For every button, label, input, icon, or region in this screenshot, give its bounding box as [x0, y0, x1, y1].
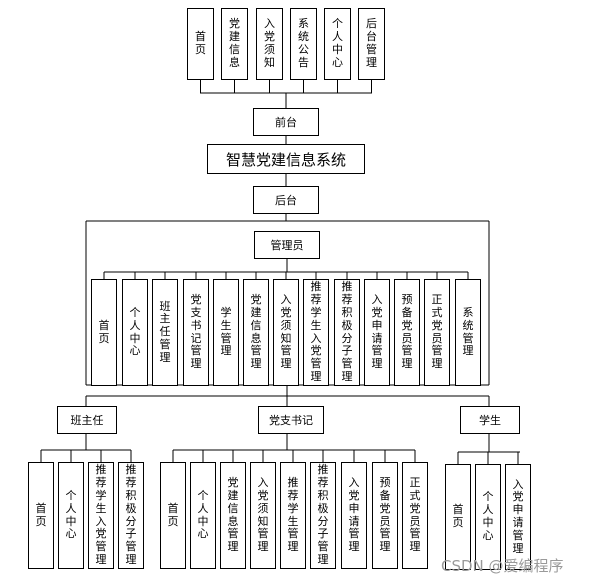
secretary-module-box: 入党申请管理 [341, 462, 367, 569]
admin-label: 管理员 [270, 239, 304, 252]
system-title-node: 智慧党建信息系统 [207, 144, 365, 174]
admin-module-label: 学生管理 [220, 305, 232, 358]
back-node: 后台 [253, 186, 319, 214]
secretary-module-box: 个人中心 [190, 462, 216, 569]
secretary-module-box: 推荐学生管理 [280, 462, 306, 569]
secretary-node: 党支书记 [258, 406, 324, 434]
student-label: 学生 [479, 414, 501, 427]
front-module-box: 入党须知 [256, 8, 283, 80]
admin-module-label: 入党须知管理 [280, 293, 292, 371]
teacher-module-box: 推荐学生入党管理 [88, 462, 114, 569]
front-module-box: 首页 [187, 8, 214, 80]
teacher-label: 班主任 [70, 414, 104, 427]
student-module-box: 个人中心 [475, 464, 501, 570]
secretary-module-box: 党建信息管理 [220, 462, 246, 569]
teacher-module-box: 个人中心 [58, 462, 84, 569]
secretary-module-label: 入党申请管理 [348, 476, 360, 554]
admin-module-box: 学生管理 [213, 279, 239, 386]
admin-module-label: 个人中心 [129, 305, 141, 358]
admin-module-box: 推荐学生入党管理 [303, 279, 329, 386]
student-module-box: 入党申请管理 [505, 464, 531, 570]
secretary-module-box: 推荐积极分子管理 [310, 462, 336, 569]
admin-module-label: 班主任管理 [159, 299, 171, 364]
admin-module-label: 正式党员管理 [431, 293, 443, 371]
admin-module-box: 系统管理 [455, 279, 481, 386]
secretary-module-box: 预备党员管理 [372, 462, 398, 569]
secretary-module-label: 首页 [167, 501, 179, 528]
admin-module-box: 班主任管理 [152, 279, 178, 386]
secretary-module-box: 首页 [160, 462, 186, 569]
student-module-label: 入党申请管理 [512, 477, 524, 555]
admin-module-box: 正式党员管理 [424, 279, 450, 386]
admin-module-label: 系统管理 [462, 305, 474, 358]
admin-module-label: 入党申请管理 [371, 293, 383, 371]
front-module-label: 个人中心 [332, 17, 343, 69]
front-module-label: 后台管理 [366, 17, 377, 69]
teacher-module-label: 推荐积极分子管理 [125, 463, 137, 566]
secretary-module-label: 入党须知管理 [257, 476, 269, 554]
student-module-box: 首页 [445, 464, 471, 570]
system-title: 智慧党建信息系统 [225, 150, 346, 169]
student-module-label: 个人中心 [482, 490, 494, 542]
admin-module-box: 入党申请管理 [364, 279, 390, 386]
teacher-node: 班主任 [57, 406, 117, 434]
front-module-label: 入党须知 [264, 17, 275, 69]
admin-module-label: 预备党员管理 [401, 293, 413, 371]
admin-module-box: 个人中心 [122, 279, 148, 386]
teacher-module-label: 个人中心 [65, 488, 77, 541]
admin-module-box: 预备党员管理 [394, 279, 420, 386]
student-node: 学生 [460, 406, 520, 434]
admin-module-box: 入党须知管理 [273, 279, 299, 386]
secretary-module-label: 正式党员管理 [409, 476, 421, 554]
front-module-label: 党建信息 [229, 17, 240, 69]
front-module-box: 后台管理 [358, 8, 385, 80]
back-label: 后台 [275, 194, 297, 207]
admin-module-label: 推荐学生入党管理 [310, 280, 322, 383]
front-module-box: 个人中心 [324, 8, 351, 80]
admin-module-label: 党建信息管理 [250, 293, 262, 371]
front-module-box: 系统公告 [290, 8, 317, 80]
admin-module-label: 首页 [98, 318, 110, 345]
front-module-box: 党建信息 [221, 8, 248, 80]
secretary-module-label: 推荐学生管理 [287, 476, 299, 554]
admin-module-label: 党支书记管理 [190, 293, 202, 371]
secretary-module-box: 入党须知管理 [250, 462, 276, 569]
front-module-label: 系统公告 [298, 17, 309, 69]
watermark: CSDN @爱编程序 [441, 557, 564, 575]
secretary-module-label: 个人中心 [197, 488, 209, 541]
secretary-label: 党支书记 [269, 414, 313, 427]
teacher-module-box: 推荐积极分子管理 [118, 462, 144, 569]
admin-module-label: 推荐积极分子管理 [341, 280, 353, 383]
front-module-label: 首页 [195, 30, 206, 56]
admin-module-box: 党建信息管理 [243, 279, 269, 386]
secretary-module-label: 推荐积极分子管理 [317, 463, 329, 566]
secretary-module-label: 预备党员管理 [379, 476, 391, 554]
secretary-module-label: 党建信息管理 [227, 476, 239, 554]
admin-node: 管理员 [254, 231, 320, 259]
secretary-module-box: 正式党员管理 [402, 462, 428, 569]
teacher-module-label: 推荐学生入党管理 [95, 463, 107, 566]
student-module-label: 首页 [452, 503, 464, 529]
admin-module-box: 推荐积极分子管理 [334, 279, 360, 386]
front-node: 前台 [253, 108, 319, 136]
teacher-module-box: 首页 [28, 462, 54, 569]
front-label: 前台 [275, 116, 297, 129]
admin-module-box: 党支书记管理 [183, 279, 209, 386]
admin-module-box: 首页 [91, 279, 117, 386]
teacher-module-label: 首页 [35, 501, 47, 528]
